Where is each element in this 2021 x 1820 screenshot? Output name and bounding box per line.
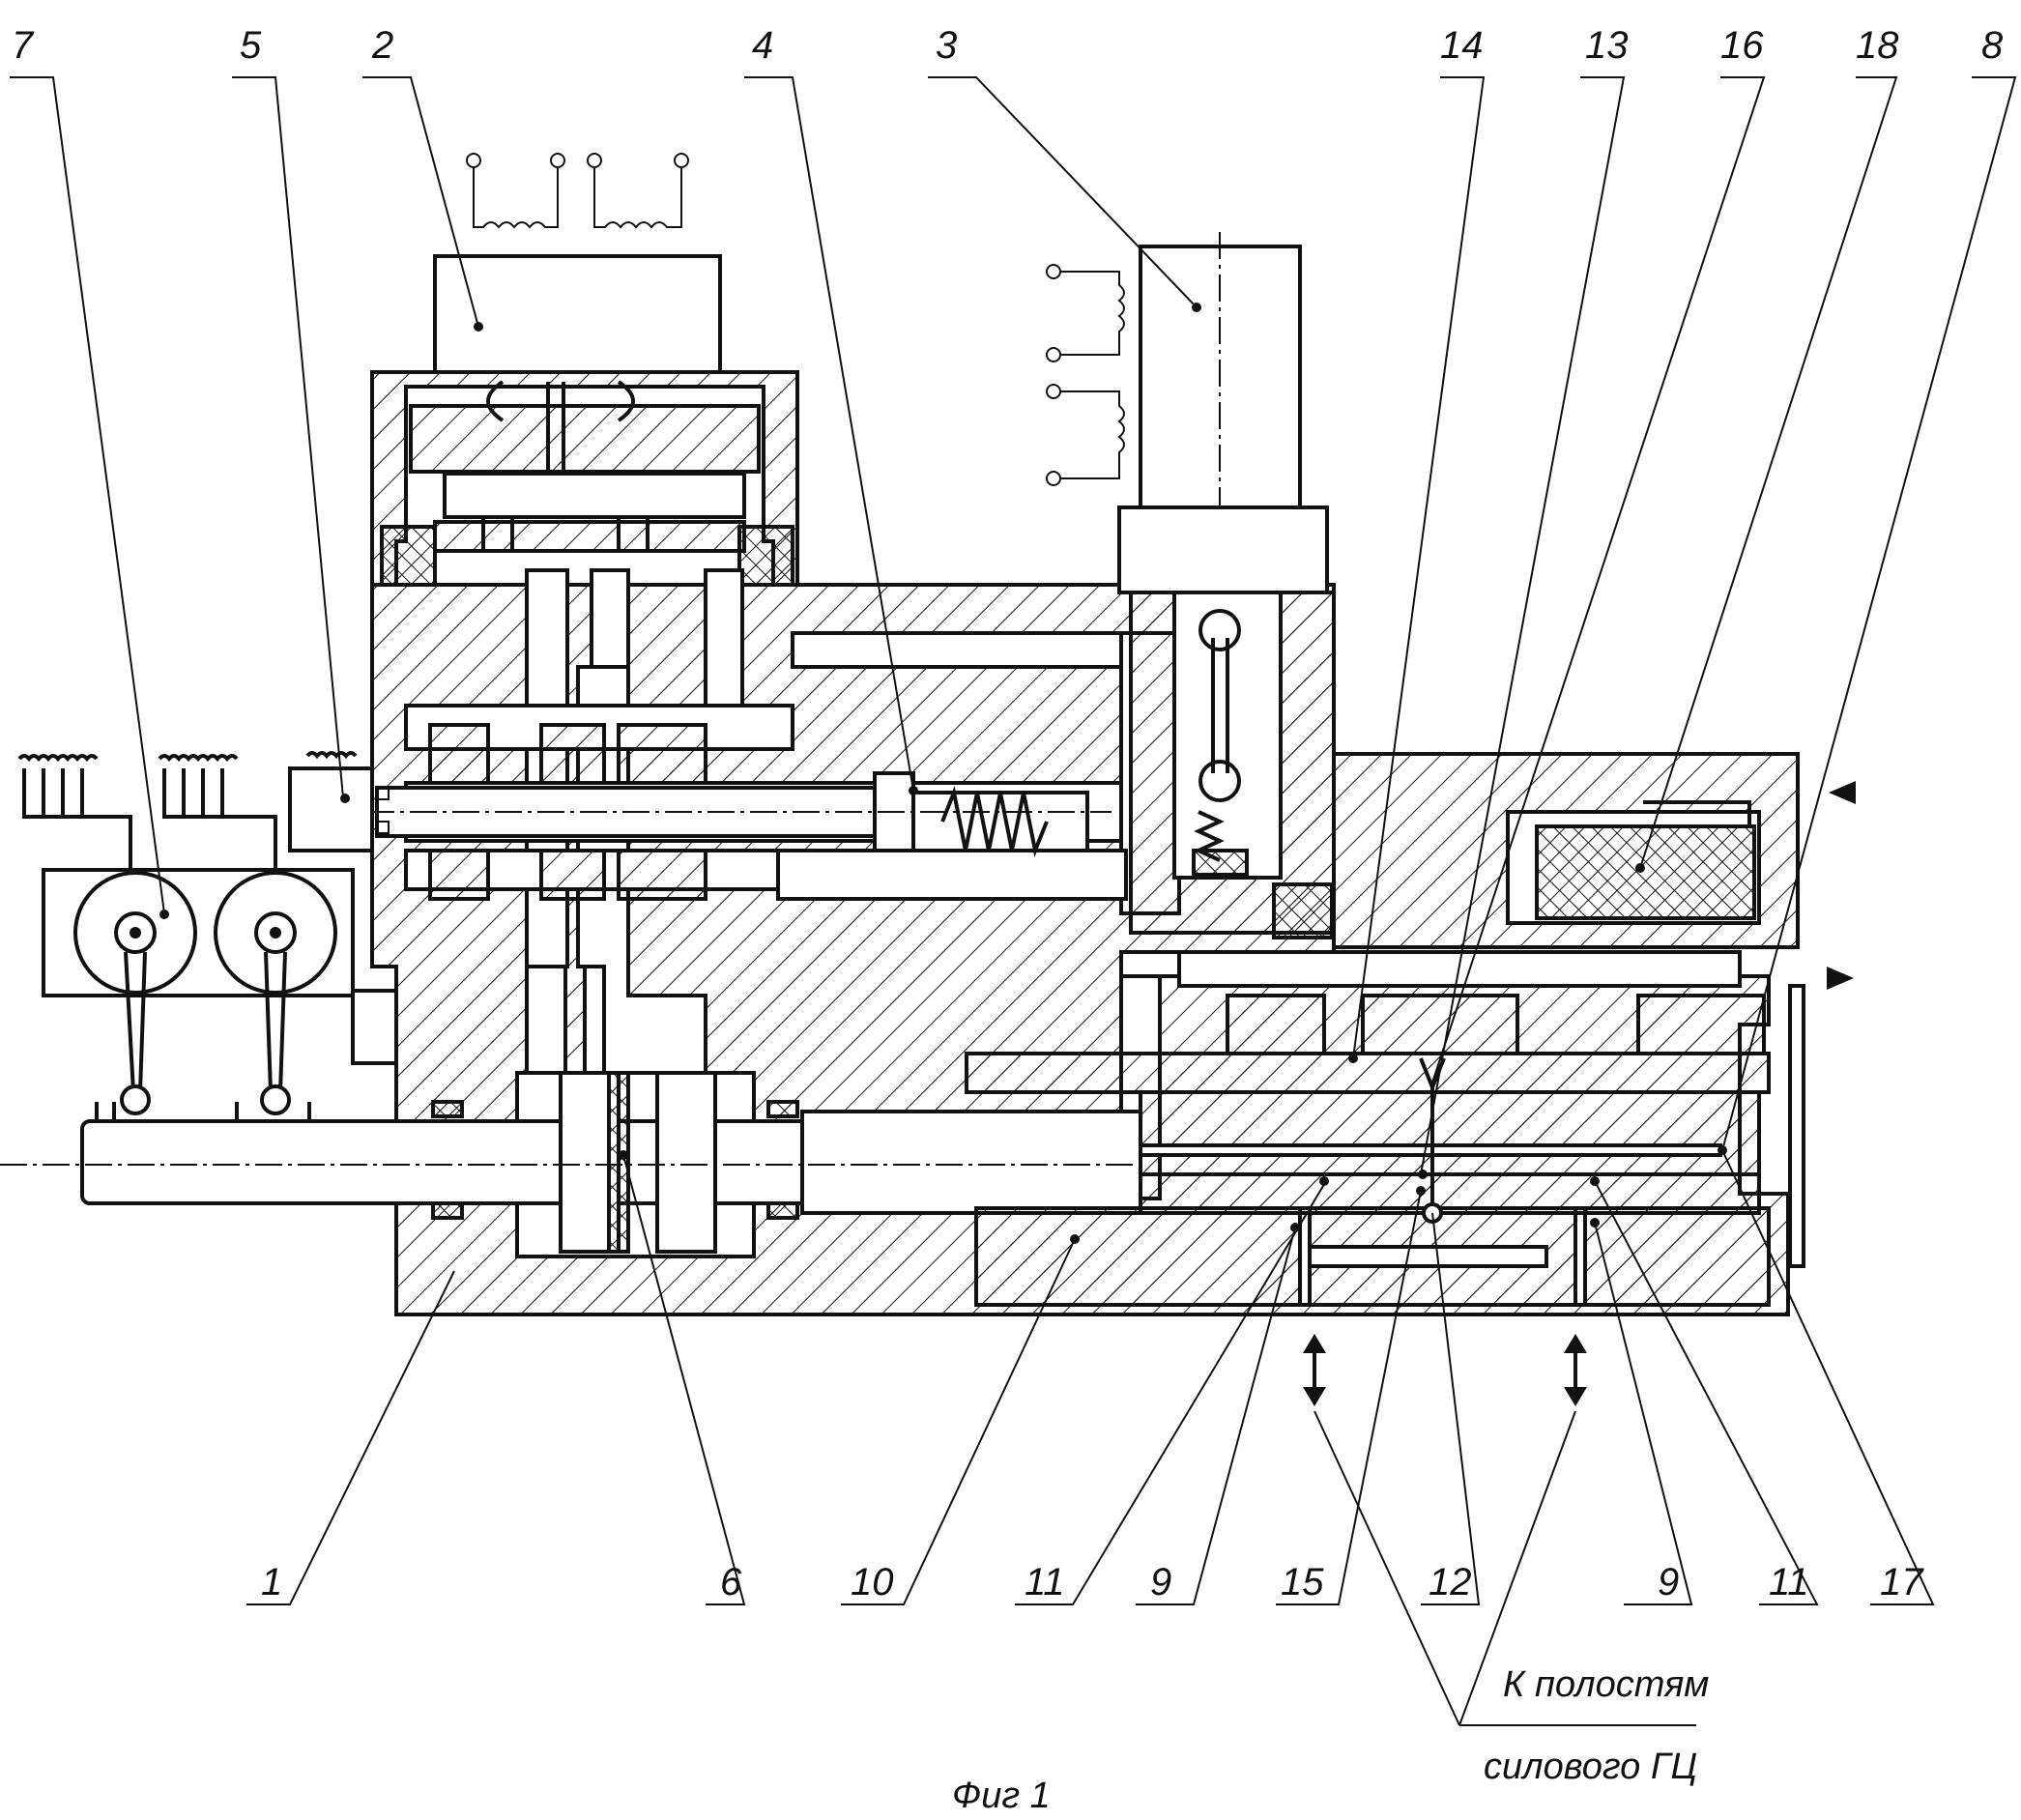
label-16: 16: [1720, 24, 1764, 67]
label-13: 13: [1585, 24, 1629, 67]
label-9-right: 9: [1658, 1561, 1679, 1603]
label-11-right: 11: [1769, 1561, 1809, 1603]
position-sensor-5: [290, 753, 389, 851]
label-12: 12: [1429, 1561, 1472, 1603]
label-14: 14: [1440, 24, 1484, 67]
label-5: 5: [240, 24, 262, 67]
label-17: 17: [1880, 1561, 1924, 1603]
label-15: 15: [1281, 1561, 1324, 1603]
torque-motor-2: [372, 154, 797, 585]
label-3: 3: [936, 24, 957, 67]
label-2: 2: [371, 24, 393, 67]
label-10: 10: [851, 1561, 894, 1603]
label-4: 4: [752, 24, 773, 67]
label-9-left: 9: [1150, 1561, 1171, 1603]
label-6: 6: [720, 1561, 742, 1603]
note-line-2: силового ГЦ: [1484, 1747, 1697, 1787]
coil-symbol: [1047, 265, 1124, 485]
label-1: 1: [261, 1561, 282, 1603]
label-11-left: 11: [1025, 1561, 1065, 1603]
filter-18: [1334, 754, 1798, 947]
note-line-1: К полостям: [1503, 1664, 1709, 1705]
label-18: 18: [1856, 24, 1899, 67]
label-8: 8: [1981, 24, 2004, 67]
figure-caption: Фиг 1: [952, 1776, 1051, 1816]
coil-symbol: [467, 154, 688, 227]
label-7: 7: [12, 24, 35, 67]
